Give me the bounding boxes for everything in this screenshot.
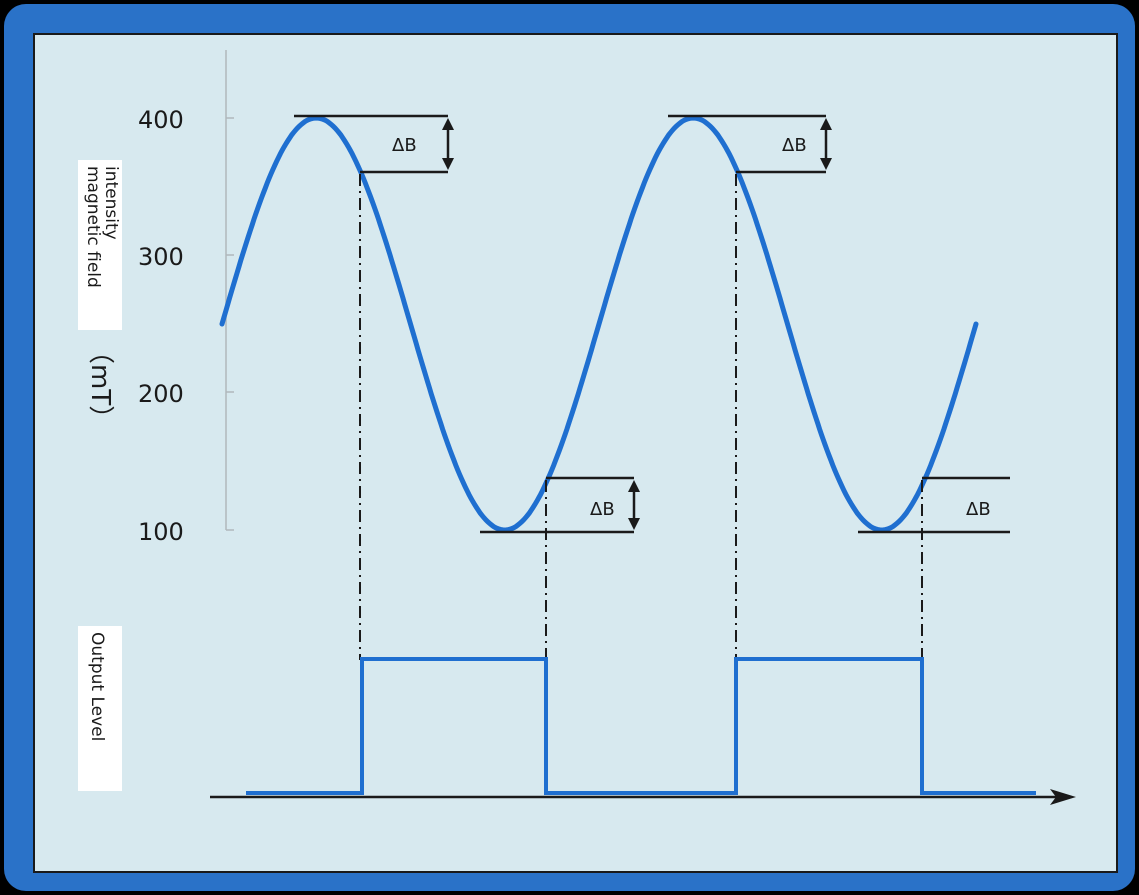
y-tick-label-400: 400 [138,106,184,134]
guide-lines [359,174,923,660]
delta-b-label-4: ΔB [966,499,991,520]
output-square-wave [246,657,1036,795]
delta-b-label-1: ΔB [392,135,417,156]
x-axis-arrow-icon [1050,789,1076,805]
y-axis-label-box [78,160,122,330]
y-tick-label-100: 100 [138,518,184,546]
magnetic-field-curve [219,115,979,533]
y-tick-label-200: 200 [138,380,184,408]
delta-b-top-1 [294,114,454,174]
y-axis-label-line2: intensity [101,166,121,240]
delta-b-label-2: ΔB [782,135,807,156]
output-level-label: Output Level [87,632,107,741]
y-axis-unit: （mT） [85,338,115,431]
y-axis-label-line1: magnetic field [83,166,103,288]
y-tick-label-300: 300 [138,243,184,271]
delta-b-bottom-2 [858,476,1010,534]
output-label-box [78,626,122,791]
delta-b-label-3: ΔB [590,499,615,520]
delta-b-top-2 [668,114,832,174]
delta-b-bottom-1 [480,476,640,534]
